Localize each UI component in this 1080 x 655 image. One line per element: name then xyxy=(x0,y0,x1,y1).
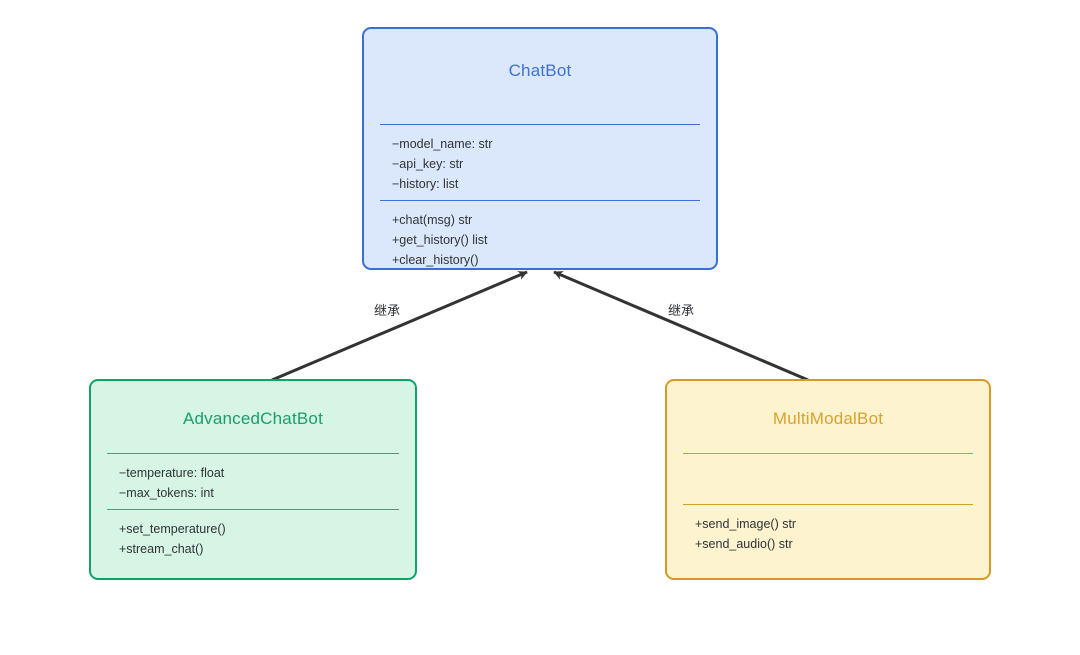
class-title-chatbot: ChatBot xyxy=(508,61,572,80)
class-divider-methods-multimodalbot xyxy=(683,504,973,505)
class-box-advancedchatbot[interactable]: AdvancedChatBot −temperature: float −max… xyxy=(89,379,417,580)
class-method: +set_temperature() xyxy=(119,522,226,536)
relation-label-multimodal-to-chatbot: 继承 xyxy=(668,303,695,318)
class-method: +stream_chat() xyxy=(119,542,204,556)
class-box-chatbot[interactable]: ChatBot −model_name: str −api_key: str −… xyxy=(362,27,718,270)
class-divider-attributes-chatbot xyxy=(380,124,700,125)
class-attributes-chatbot: −model_name: str −api_key: str −history:… xyxy=(364,125,716,200)
class-divider-methods-chatbot xyxy=(380,200,700,201)
class-divider-attributes-multimodalbot xyxy=(683,453,973,504)
class-method: +send_audio() str xyxy=(695,537,793,551)
class-methods-advancedchatbot: +set_temperature() +stream_chat() xyxy=(91,510,415,565)
class-method: +chat(msg) str xyxy=(392,213,473,227)
relation-line-multimodal-to-chatbot xyxy=(553,270,809,382)
class-attribute: −api_key: str xyxy=(392,157,464,171)
class-title-advancedchatbot: AdvancedChatBot xyxy=(182,409,324,428)
class-method: +send_image() str xyxy=(695,517,797,531)
relation-line-advanced-to-chatbot xyxy=(271,270,528,382)
class-method: +get_history() list xyxy=(392,233,488,247)
class-divider-attributes-advancedchatbot xyxy=(107,453,399,454)
class-title-multimodalbot: MultiModalBot xyxy=(772,409,884,428)
class-methods-multimodalbot: +send_image() str +send_audio() str xyxy=(667,505,989,560)
class-methods-chatbot: +chat(msg) str +get_history() list +clea… xyxy=(364,201,716,276)
class-method: +clear_history() xyxy=(392,253,479,267)
class-divider-methods-advancedchatbot xyxy=(107,509,399,510)
class-box-multimodalbot[interactable]: MultiModalBot +send_image() str +send_au… xyxy=(665,379,991,580)
class-attributes-advancedchatbot: −temperature: float −max_tokens: int xyxy=(91,454,415,509)
class-attribute: −model_name: str xyxy=(392,137,493,151)
class-attribute: −temperature: float xyxy=(119,466,225,480)
relation-label-advanced-to-chatbot: 继承 xyxy=(374,303,401,318)
class-attribute: −history: list xyxy=(392,177,459,191)
class-attribute: −max_tokens: int xyxy=(119,486,214,500)
